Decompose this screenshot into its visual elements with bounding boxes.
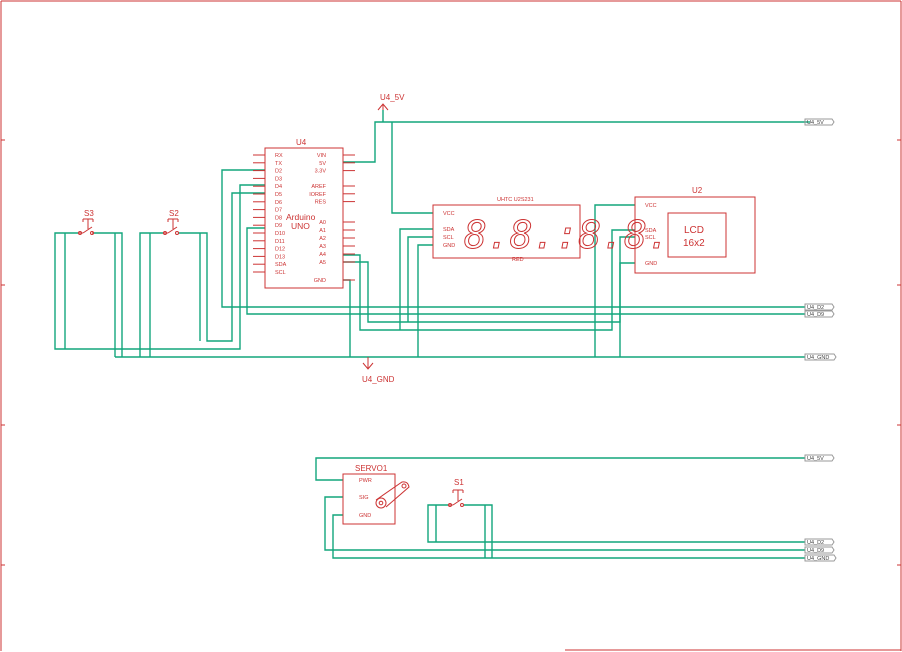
arduino-pin-d6: D6 xyxy=(275,200,282,206)
net-labels: U4_5V U4_D2 U4_D9 U4_GND U4_5V U4_D2 U4_… xyxy=(804,118,837,562)
display-title: UHTC U2S231 xyxy=(497,197,534,203)
power-5v-symbol: U4_5V xyxy=(377,93,405,111)
servo-pin-sig: SIG xyxy=(359,495,368,501)
net-label-5v-top: U4_5V xyxy=(804,118,835,126)
servo-pin-gnd: GND xyxy=(359,513,371,519)
net-label-5v-bottom: U4_5V xyxy=(804,454,835,462)
display-pin-sda: SDA xyxy=(443,227,455,233)
arduino-pin-a3: A3 xyxy=(319,244,326,250)
pushbutton-s2: S2 xyxy=(163,209,179,235)
ground-symbol: U4_GND xyxy=(362,357,395,384)
display-pin-scl: SCL xyxy=(443,235,454,241)
display-pins: VCC SDA SCL GND xyxy=(443,211,455,249)
arduino-ref: U4 xyxy=(296,138,307,147)
net-label-d2-top: U4_D2 xyxy=(804,303,835,311)
display-pin-vcc: VCC xyxy=(443,211,455,217)
display-digits: 8.8.:8.8. xyxy=(464,213,670,257)
arduino-pin-a1: A1 xyxy=(319,228,326,234)
net-label-d2-bottom: U4_D2 xyxy=(804,538,835,546)
ground-label: U4_GND xyxy=(362,375,395,384)
servo-pins: PWR SIG GND xyxy=(359,478,372,519)
arduino-pin-d11: D11 xyxy=(275,239,285,245)
svg-text:U4_GND: U4_GND xyxy=(807,556,829,562)
arduino-name-line2: UNO xyxy=(291,221,310,231)
arduino-pin-gnd: GND xyxy=(314,278,326,284)
lcd-line1: LCD xyxy=(684,225,704,236)
arduino-pin-d8: D8 xyxy=(275,215,282,221)
arduino-uno: U4 Arduino UNO RX TX D2D3D4D5D6D7D8D9D10D1… xyxy=(253,138,355,289)
lcd-pin-vcc: VCC xyxy=(645,203,657,209)
arduino-pin-d9: D9 xyxy=(275,223,282,229)
net-label-gnd-bottom: U4_GND xyxy=(804,554,837,562)
arduino-pin-a5: A5 xyxy=(319,260,326,266)
arduino-pin-d12: D12 xyxy=(275,247,285,253)
s1-label: S1 xyxy=(454,478,464,487)
arduino-pin-tx: TX xyxy=(275,161,282,167)
arduino-pin-d2: D2 xyxy=(275,169,282,175)
arduino-pin-d4: D4 xyxy=(275,184,282,190)
lcd-ref: U2 xyxy=(692,186,703,195)
lcd-pin-gnd: GND xyxy=(645,261,657,267)
svg-text:U4_5V: U4_5V xyxy=(807,456,824,462)
svg-text:U4_D9: U4_D9 xyxy=(807,312,824,318)
arduino-pin-a4: A4 xyxy=(319,252,326,258)
pushbutton-s3: S3 xyxy=(78,209,94,235)
svg-text:U4_5V: U4_5V xyxy=(807,120,824,126)
arduino-pin-a2: A2 xyxy=(319,236,326,242)
svg-text:U4_GND: U4_GND xyxy=(807,355,829,361)
svg-text:U4_D2: U4_D2 xyxy=(807,540,824,546)
net-label-d9-bottom: U4_D9 xyxy=(804,546,835,554)
net-label-gnd-top: U4_GND xyxy=(804,353,837,361)
arduino-pin-ioref: IOREF xyxy=(309,192,326,198)
arduino-pin-d10: D10 xyxy=(275,231,285,237)
servo-motor: SERVO1 PWR SIG GND xyxy=(342,464,410,525)
lcd-line2: 16x2 xyxy=(683,238,705,249)
power-5v-label: U4_5V xyxy=(380,93,405,102)
arduino-pin-d3: D3 xyxy=(275,176,282,182)
s3-label: S3 xyxy=(84,209,94,218)
svg-text:U4_D9: U4_D9 xyxy=(807,548,824,554)
servo-pin-pwr: PWR xyxy=(359,478,372,484)
lcd-pin-sda: SDA xyxy=(645,228,657,234)
display-footer: RED xyxy=(512,257,524,263)
net-label-d9-top: U4_D9 xyxy=(804,310,835,318)
arduino-pin-aref: AREF xyxy=(311,184,326,190)
arduino-name-line1: Arduino xyxy=(286,212,316,222)
arduino-pin-d5: D5 xyxy=(275,192,282,198)
s2-label: S2 xyxy=(169,209,179,218)
arduino-pin-a0: A0 xyxy=(319,220,326,226)
arduino-pin-scl: SCL xyxy=(275,270,286,276)
arduino-pin-rx: RX xyxy=(275,153,283,159)
display-pin-gnd: GND xyxy=(443,243,455,249)
arduino-pin-d7: D7 xyxy=(275,208,282,214)
arduino-pin-vin: VIN xyxy=(317,153,326,159)
arduino-pin-33v: 3.3V xyxy=(315,169,327,175)
wires xyxy=(54,110,810,559)
pushbutton-s1: S1 xyxy=(448,478,464,507)
arduino-pin-res: RES xyxy=(315,200,327,206)
arduino-pin-sda: SDA xyxy=(275,262,287,268)
servo-horn-icon xyxy=(375,481,410,509)
svg-text:U4_D2: U4_D2 xyxy=(807,305,824,311)
arduino-pin-5v: 5V xyxy=(319,161,326,167)
lcd-pin-scl: SCL xyxy=(645,235,656,241)
arduino-pin-d13: D13 xyxy=(275,254,285,260)
servo-ref: SERVO1 xyxy=(355,464,388,473)
